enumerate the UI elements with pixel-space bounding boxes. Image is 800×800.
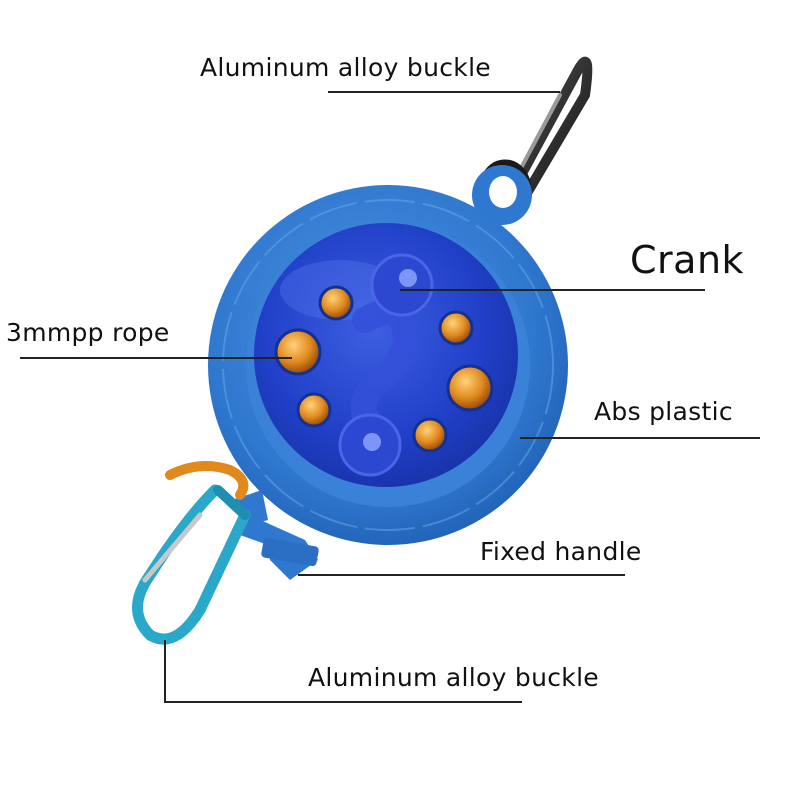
- label-fixed-handle: Fixed handle: [480, 537, 642, 566]
- label-crank: Crank: [630, 238, 745, 282]
- label-rope: 3mmpp rope: [6, 318, 170, 347]
- crank-shape: [338, 253, 434, 477]
- label-top-buckle: Aluminum alloy buckle: [200, 53, 491, 82]
- rope-end: [165, 461, 249, 500]
- bottom-carabiner: [132, 484, 251, 645]
- label-abs-plastic: Abs plastic: [594, 397, 733, 426]
- label-bottom-buckle: Aluminum alloy buckle: [308, 663, 599, 692]
- rope-holes: [274, 285, 494, 453]
- fixed-handle-shape: [232, 490, 319, 580]
- leader-lines: [20, 91, 760, 703]
